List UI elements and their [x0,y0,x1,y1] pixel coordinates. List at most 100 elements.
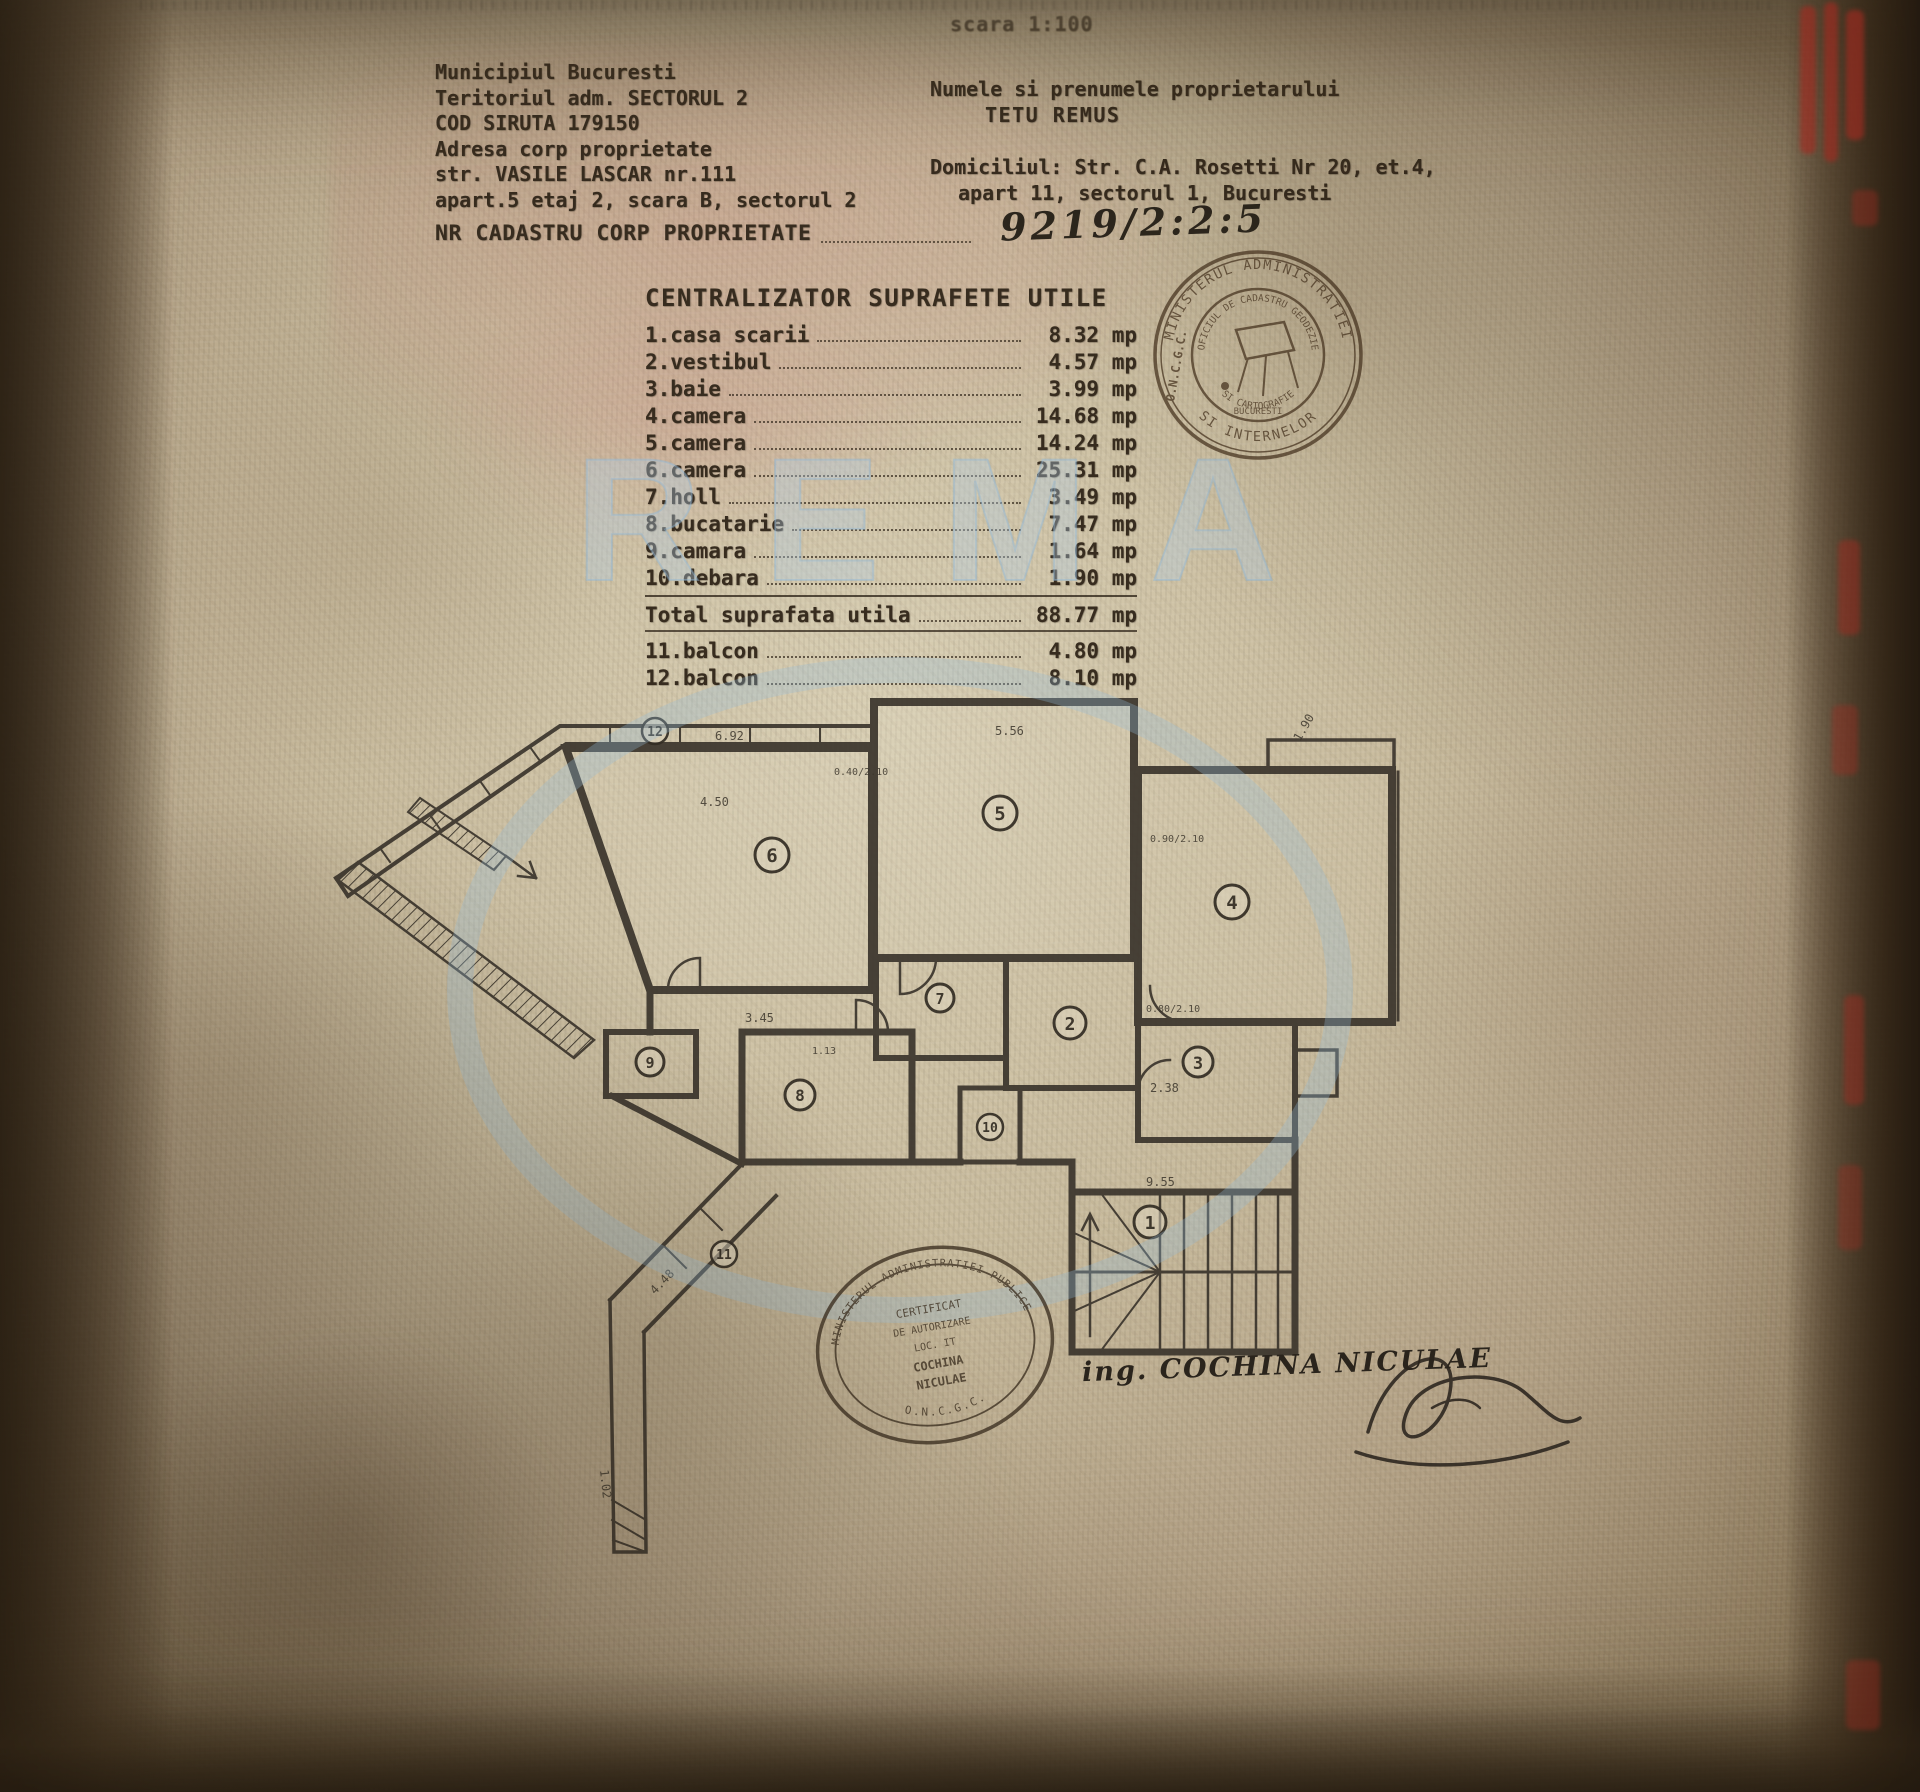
dimension-label: 1.90 [1290,711,1317,743]
dotted-leader [728,502,1021,504]
oval-stamp-line: DE AUTORIZARE [892,1316,971,1340]
red-ink-mark [1846,1660,1880,1730]
area-value: 3.99 mp [1048,377,1137,401]
red-ink-mark [1852,190,1878,226]
dimension-label: 4.50 [700,795,729,809]
room-number: 6 [766,845,777,867]
dotted-leader [754,475,1021,477]
stamp-ring-text-top: MINISTERUL ADMINISTRATIEI [1161,257,1354,342]
stamp-inner-ring-top: OFICIUL DE CADASTRU GEODEZIE [1196,293,1320,351]
owner-label: Numele si prenumele proprietarului [930,77,1340,101]
property-header-block: Municipiul Bucuresti Teritoriul adm. SEC… [435,60,972,247]
stamp-inner-ring-bottom: SI CARTOGRAFIE [1219,388,1296,412]
cadastral-number-row: NR CADASTRU CORP PROPRIETATE [435,221,972,247]
room-number: 2 [1065,1014,1076,1035]
dotted-leader [766,656,1021,658]
room-number: 9 [645,1054,654,1072]
area-label: 2.vestibul [645,350,772,374]
territory-line: Teritoriul adm. SECTORUL 2 [435,85,749,110]
red-ink-mark [1800,6,1816,154]
dotted-leader [821,240,972,243]
area-label: 9.camara [645,539,747,563]
dotted-leader [754,448,1021,450]
dimension-label: 2.38 [1150,1081,1179,1095]
oval-stamp-line: COCHINA [912,1352,965,1375]
total-area-block: Total suprafata utila 88.77 mp [645,595,1137,632]
domicile-line-1: Domiciliul: Str. C.A. Rosetti Nr 20, et.… [930,155,1436,179]
siruta-code-line: COD SIRUTA 179150 [435,111,640,135]
area-row: 9.camara 1.64 mp [645,536,1137,563]
address-label-line: Adresa corp proprietate [435,136,712,161]
area-label: 12.balcon [645,666,759,690]
stamp-side-text: O.N.C.G.C. [1163,329,1189,403]
area-value: 8.10 mp [1048,666,1137,690]
area-row: 7.holl 3.49 mp [645,482,1137,509]
area-label: 3.baie [645,377,721,401]
engineer-signature-text: ing. COCHINA NICULAE [1081,1342,1493,1389]
dimension-label: 9.55 [1146,1175,1175,1189]
area-value: 1.64 mp [1048,539,1137,563]
dark-stain [130,1320,570,1750]
owner-name: TETU REMUS [985,103,1121,127]
total-label: Total suprafata utila [645,603,911,627]
area-row: 10.debara 1.90 mp [645,563,1137,590]
areas-table-title: CENTRALIZATOR SUPRAFETE UTILE [645,284,1108,312]
plan-walls [333,698,1400,1554]
area-value: 4.57 mp [1048,350,1137,374]
street-line: str. VASILE LASCAR nr.111 [435,162,737,186]
dimension-label: 0.80/2.10 [1146,1004,1200,1015]
red-ink-mark [1844,995,1864,1105]
dimension-label: 6.92 [715,729,744,743]
oval-stamp-line: NICULAE [915,1370,967,1393]
room-number-badges: 1 2 3 4 5 6 7 8 9 10 11 12 [634,716,1251,1269]
dimension-label: 5.56 [995,724,1024,738]
area-label: 6.camera [645,458,747,482]
room-number: 8 [795,1086,805,1105]
red-ink-mark [1846,10,1864,140]
dimension-label: 1.02 [597,1469,614,1499]
room-number: 4 [1226,892,1237,914]
municipality-line: Municipiul Bucuresti [435,60,676,84]
dotted-leader [766,683,1021,685]
oval-stamp-line: CERTIFICAT [895,1297,963,1321]
area-label: 1.casa scarii [645,323,810,347]
dotted-leader [918,620,1021,622]
dotted-leader [754,556,1021,558]
red-ink-mark [1838,540,1860,635]
area-value: 14.68 mp [1035,404,1137,428]
scan-edge-noise [140,0,1770,10]
area-label: 7.holl [645,485,721,509]
oval-stamp-ring-bottom: O.N.C.G.C. [902,1389,991,1424]
area-label: 10.debara [645,566,759,590]
stamp-center-text: BUCURESTI [1234,407,1283,417]
dimension-label: 4.48 [647,1267,677,1298]
oval-stamp-ring-top: MINISTERUL ADMINISTRATIEI PUBLICE [818,1241,1034,1347]
area-label: 5.camera [645,431,747,455]
apartment-line: apart.5 etaj 2, scara B, sectorul 2 [435,187,857,212]
area-value: 1.90 mp [1048,566,1137,590]
area-label: 8.bucatarie [645,512,785,536]
bottom-scan-edge [0,1707,1920,1792]
dotted-leader [766,583,1021,585]
oval-certification-stamp: MINISTERUL ADMINISTRATIEI PUBLICE O.N.C.… [815,1241,1055,1445]
area-value: 3.49 mp [1048,485,1137,509]
room-number: 3 [1193,1054,1203,1074]
stamp-emblem [1234,320,1296,361]
red-ink-mark [1832,705,1858,775]
dimension-label: 3.45 [745,1011,774,1025]
dotted-leader [779,367,1021,369]
dotted-leader [817,340,1021,342]
red-ink-mark [1838,1165,1862,1250]
total-value: 88.77 mp [1035,603,1137,627]
room-number: 1 [1145,1213,1156,1234]
area-row: 2.vestibul 4.57 mp [645,347,1137,374]
area-value: 14.24 mp [1035,431,1137,455]
